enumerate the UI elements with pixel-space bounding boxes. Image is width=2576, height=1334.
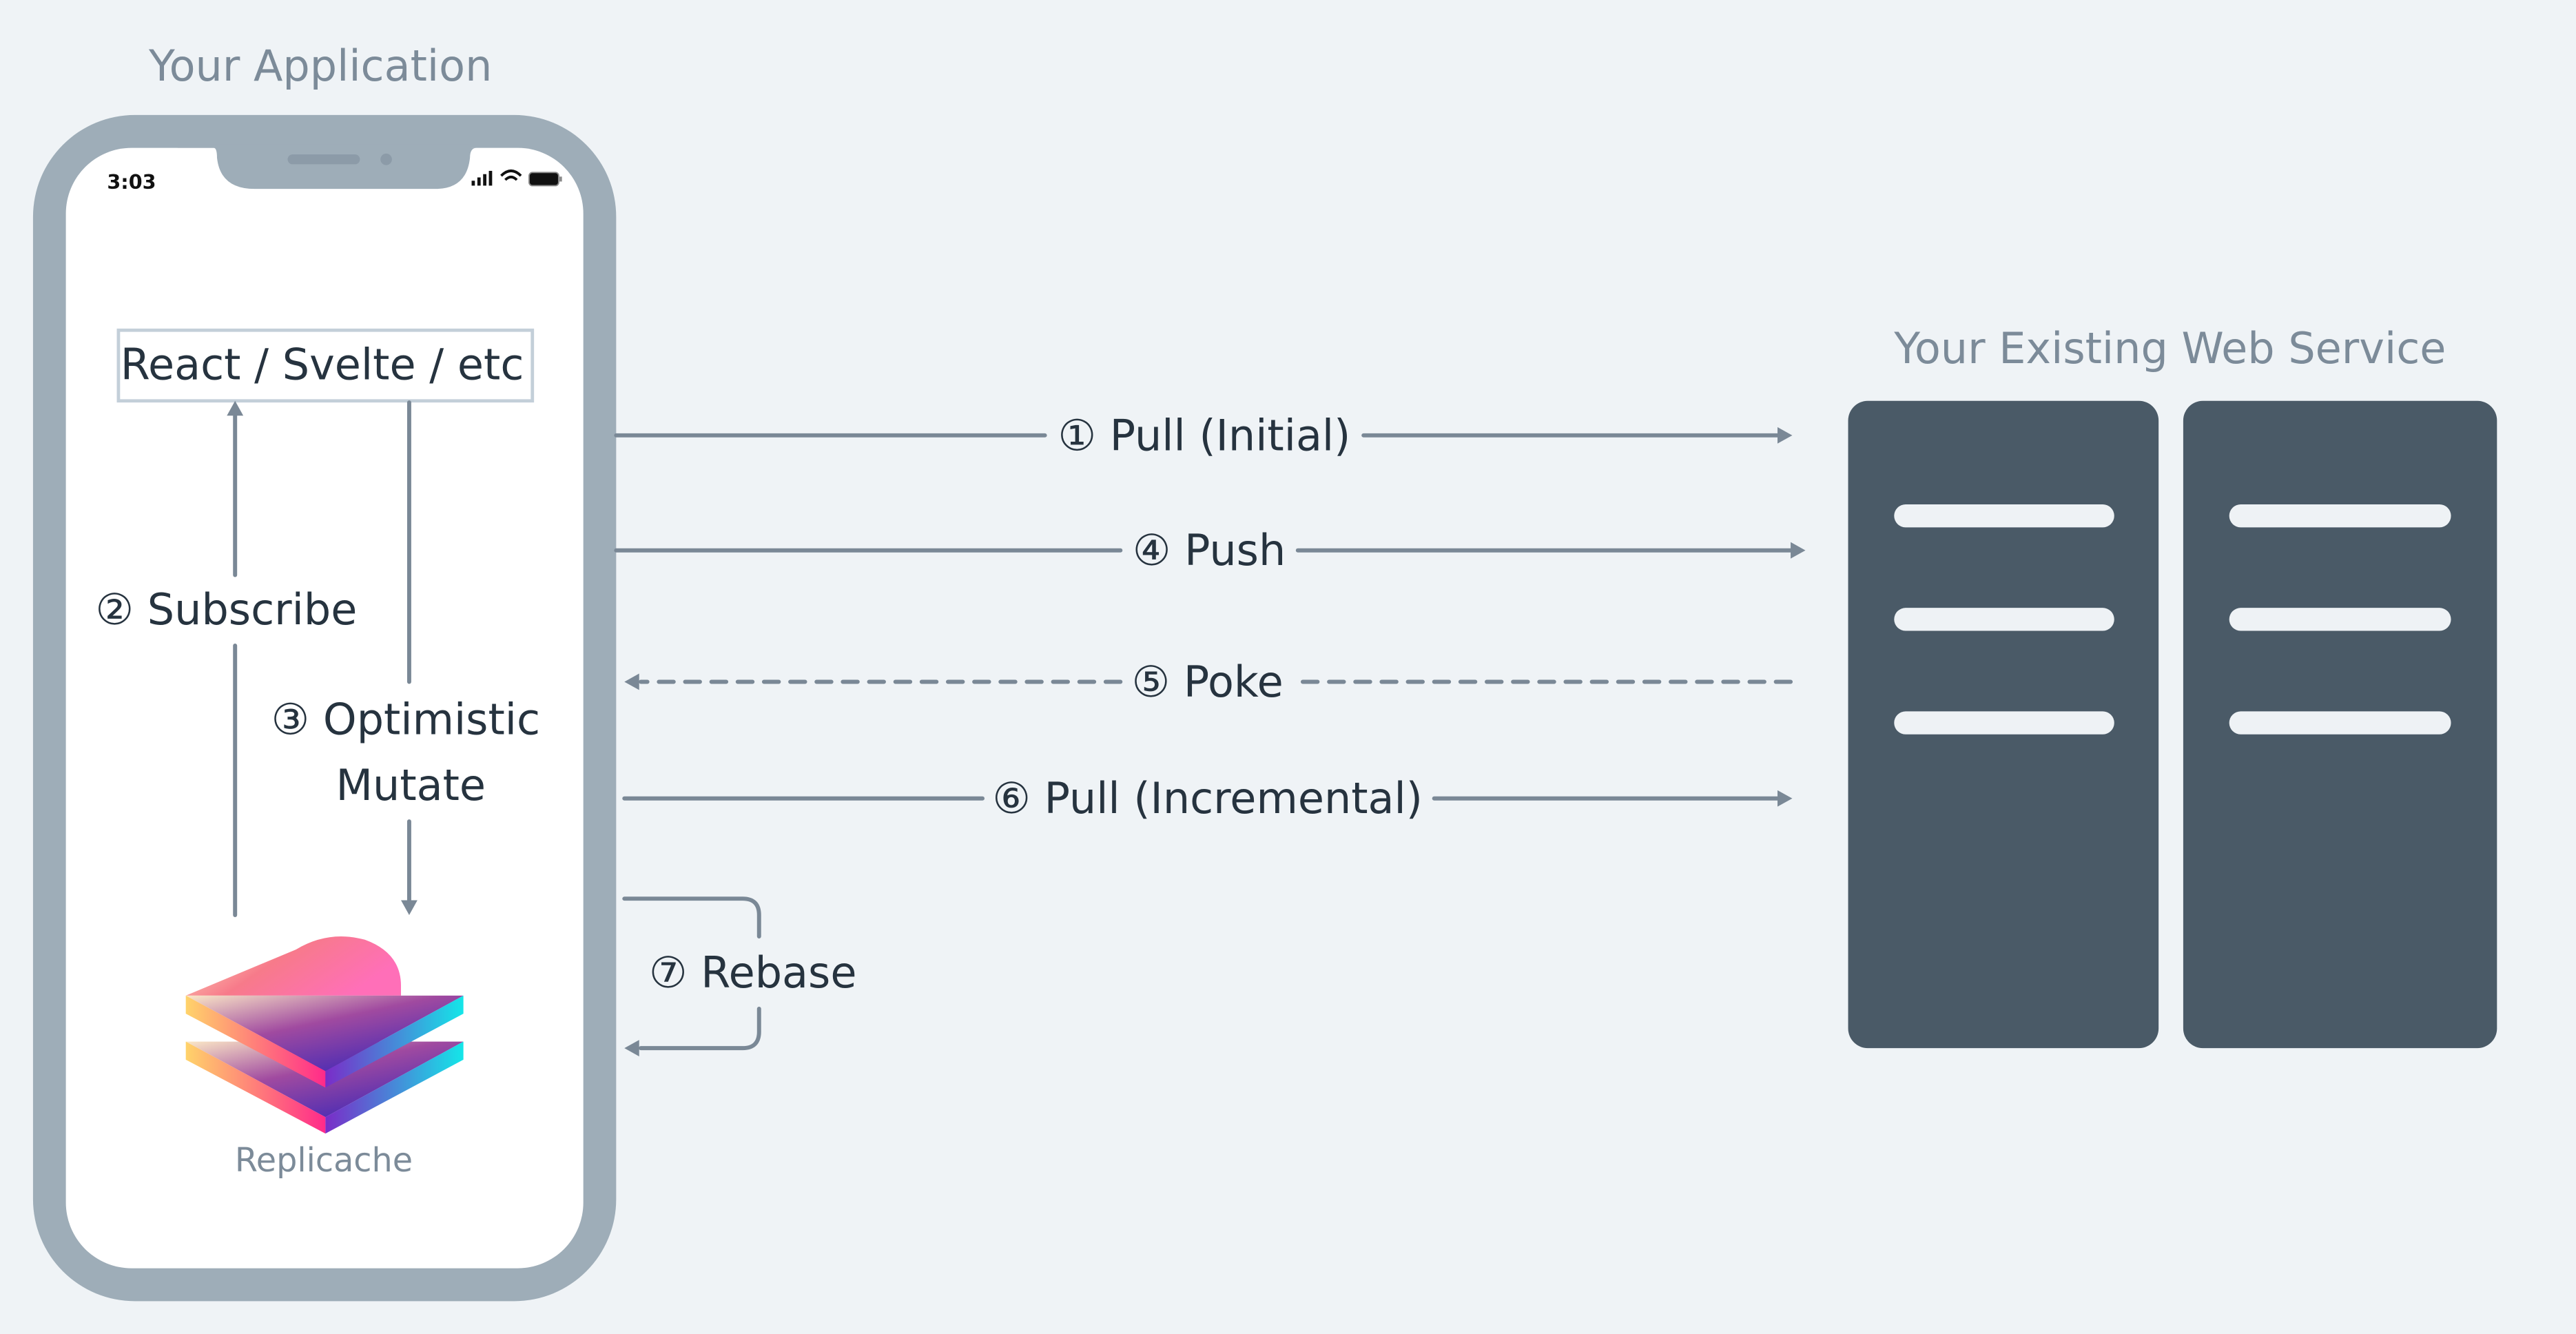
pull-incremental-arrow (622, 790, 1793, 807)
server-title: Your Existing Web Service (1893, 323, 2446, 373)
poke-arrow (624, 673, 1793, 690)
signal-icon (471, 170, 493, 186)
step-poke: ⑤ Poke (1132, 657, 1284, 707)
step-pull-incremental: ⑥ Pull (Incremental) (992, 773, 1423, 823)
replicache-logo (185, 936, 464, 1134)
notch (177, 144, 477, 189)
step-rebase: ⑦ Rebase (649, 947, 856, 998)
wifi-icon (500, 170, 522, 181)
framework-box (116, 328, 535, 403)
pull-initial-arrow (614, 427, 1793, 444)
rebase-arrow (622, 896, 761, 1057)
app-title: Your Application (148, 41, 492, 91)
replicache-label: Replicache (235, 1142, 413, 1180)
step-pull-initial: ① Pull (Initial) (1058, 410, 1350, 460)
battery-icon (528, 172, 562, 187)
speaker (287, 154, 360, 165)
step-subscribe: ② Subscribe (96, 584, 358, 635)
phone-frame: 3:03 (32, 114, 617, 1302)
framework-label: React / Svelte / etc (121, 340, 524, 390)
step-mutate-line2: Mutate (336, 760, 486, 810)
step-push: ④ Push (1133, 525, 1286, 575)
push-arrow (614, 542, 1806, 559)
mutate-arrow (401, 400, 418, 916)
camera (380, 153, 392, 165)
subscribe-arrow (227, 400, 244, 918)
status-time: 3:03 (107, 170, 156, 194)
step-mutate-line1: ③ Optimistic (271, 695, 540, 745)
server-icon (1848, 400, 2497, 1049)
